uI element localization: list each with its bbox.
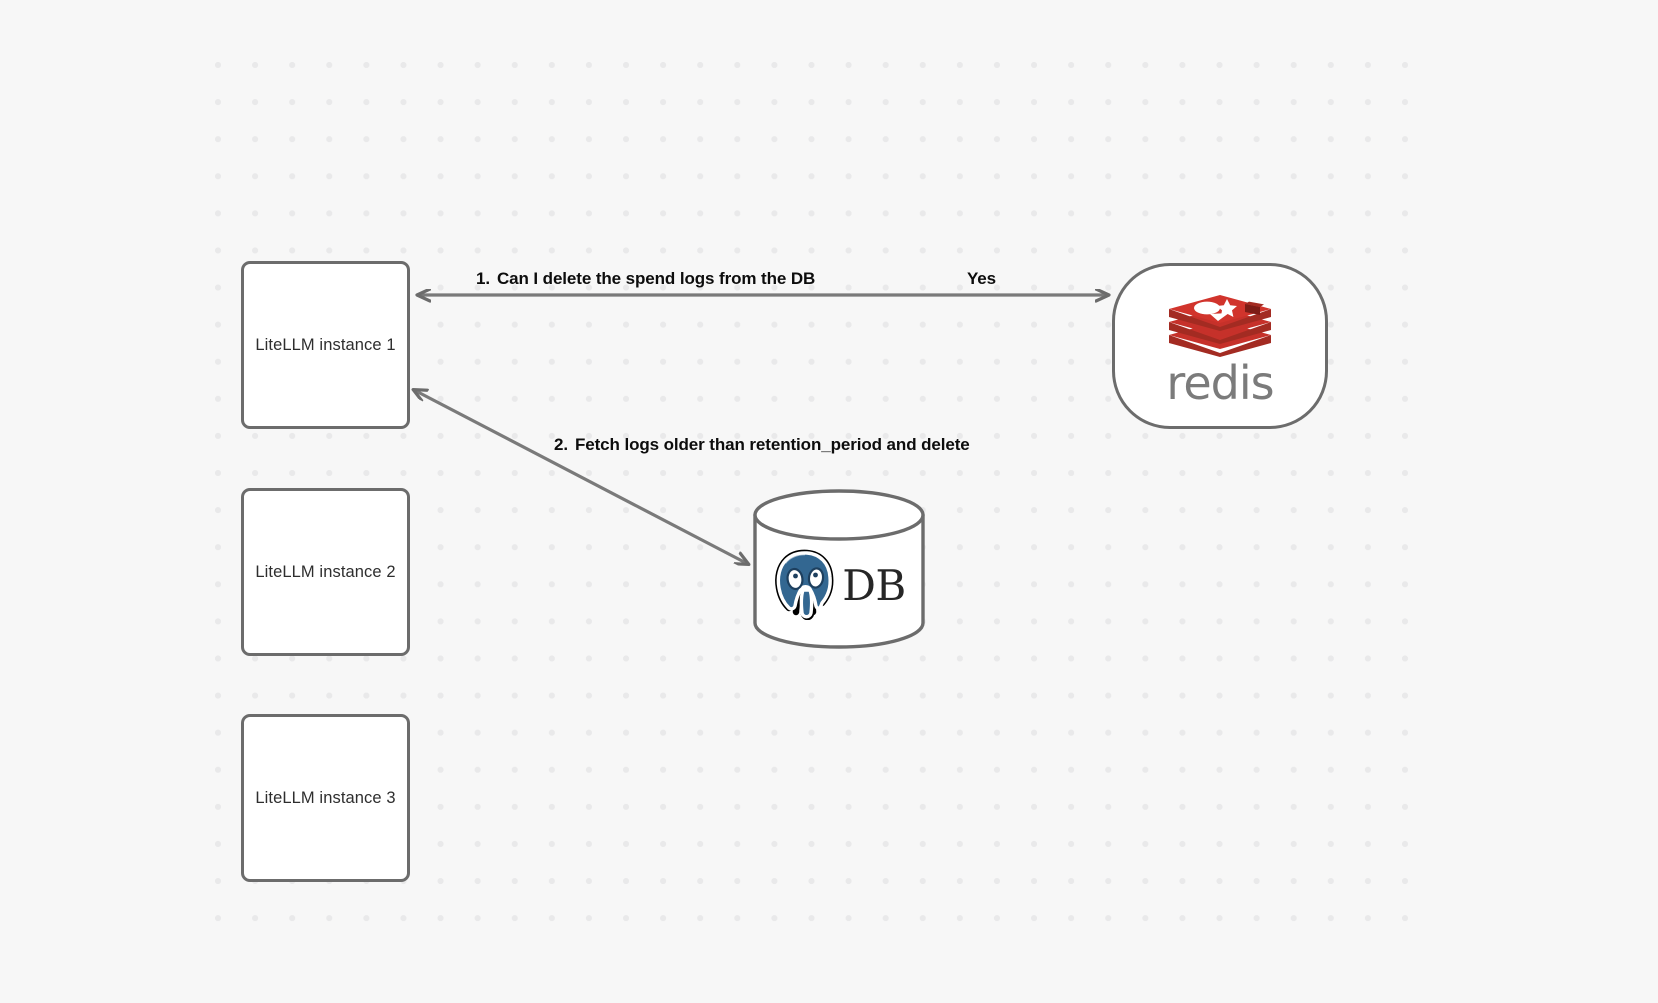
edge-db-instance1 xyxy=(414,390,748,564)
edge-label-text: Can I delete the spend logs from the DB xyxy=(496,269,816,288)
postgresql-elephant-icon xyxy=(772,546,840,625)
node-database[interactable]: DB xyxy=(752,489,926,649)
node-label: LiteLLM instance 3 xyxy=(255,788,396,807)
node-label: LiteLLM instance 2 xyxy=(255,562,396,581)
redis-logo-icon xyxy=(1165,291,1275,362)
redis-wordmark: redis xyxy=(1166,355,1274,410)
node-redis[interactable]: redis xyxy=(1112,263,1328,429)
edge-label-step-2: 2. Fetch logs older than retention_period… xyxy=(554,435,970,455)
edge-label-step-1: 1. Can I delete the spend logs from the D… xyxy=(476,269,815,289)
node-litellm-instance-2[interactable]: LiteLLM instance 2 xyxy=(241,488,410,656)
edge-step-number: 1. xyxy=(476,269,490,288)
edge-step-number: 2. xyxy=(554,435,568,454)
node-litellm-instance-3[interactable]: LiteLLM instance 3 xyxy=(241,714,410,882)
edge-label-text: Fetch logs older than retention_period a… xyxy=(574,435,970,454)
node-litellm-instance-1[interactable]: LiteLLM instance 1 xyxy=(241,261,410,429)
node-label: LiteLLM instance 1 xyxy=(255,335,396,354)
edge-label-reply-yes: Yes xyxy=(967,269,997,288)
db-label: DB xyxy=(842,560,906,610)
